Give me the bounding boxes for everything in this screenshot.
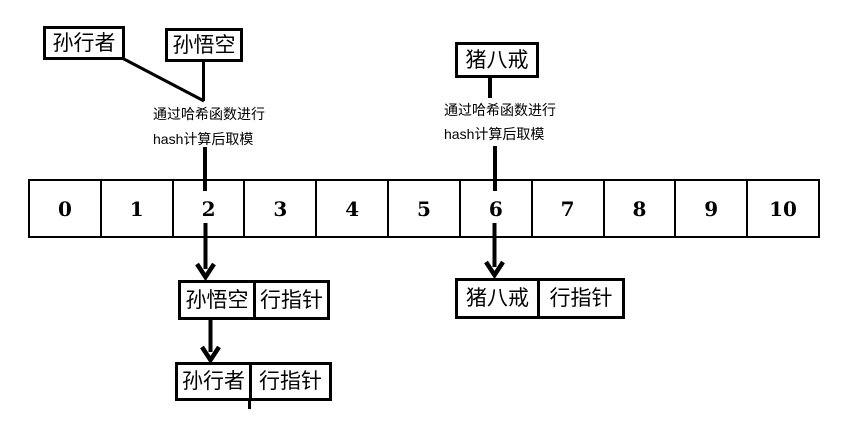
chain-record-sun-wukong: 孙悟空 行指针	[178, 280, 330, 320]
bucket-cell-5: 5	[387, 181, 459, 236]
chain-record-sun-xingzhe: 孙行者 行指针	[175, 362, 332, 401]
chain-record-sun-wukong-pointer: 行指针	[260, 288, 323, 312]
bucket-cell-0: 0	[57, 196, 72, 221]
chain-record-zhu-bajie: 猪八戒 行指针	[455, 278, 625, 319]
key-node-sun-xingzhe: 孙行者	[43, 26, 125, 60]
chain-record-zhu-bajie-pointer: 行指针	[549, 287, 613, 310]
key-node-sun-wukong-label: 孙悟空	[172, 33, 236, 57]
arrowhead-chain-icon	[200, 345, 221, 365]
bucket-cell-3: 3	[243, 181, 315, 236]
bucket-array: 0 1 2 3 4 5 6 7 8 9 10	[28, 179, 820, 238]
chain-record-sun-xingzhe-key: 孙行者	[178, 365, 252, 398]
chain-record-sun-wukong-key: 孙悟空	[181, 283, 256, 317]
bucket-cell-2: 2	[171, 181, 244, 236]
key-node-zhu-bajie-label: 猪八戒	[465, 48, 529, 72]
arrowhead-left-icon	[195, 262, 216, 282]
bucket-cell-10: 10	[746, 181, 818, 236]
hash-note-left-line2: hash计算后取模	[153, 131, 254, 147]
chain-record-sun-xingzhe-pointer: 行指针	[259, 370, 322, 393]
chain-record-zhu-bajie-key: 猪八戒	[458, 281, 540, 316]
hash-note-right-line2: hash计算后取模	[444, 126, 545, 142]
bucket-cell-1: 1	[99, 181, 172, 236]
edge-sun-xingzhe-join-line	[121, 56, 205, 103]
key-node-sun-xingzhe-label: 孙行者	[52, 31, 116, 55]
bucket-cell-7: 7	[530, 181, 603, 236]
arrowhead-right-icon	[484, 260, 505, 280]
key-node-zhu-bajie: 猪八戒	[455, 42, 539, 78]
hash-note-right-line1: 通过哈希函数进行	[444, 102, 556, 118]
bucket-cell-4: 4	[315, 181, 387, 236]
bucket-cell-9: 9	[674, 181, 746, 236]
hash-note-left-line1: 通过哈希函数进行	[153, 106, 265, 122]
bucket-cell-6: 6	[458, 181, 531, 236]
key-node-sun-wukong: 孙悟空	[165, 28, 243, 62]
bucket-cell-8: 8	[602, 181, 675, 236]
